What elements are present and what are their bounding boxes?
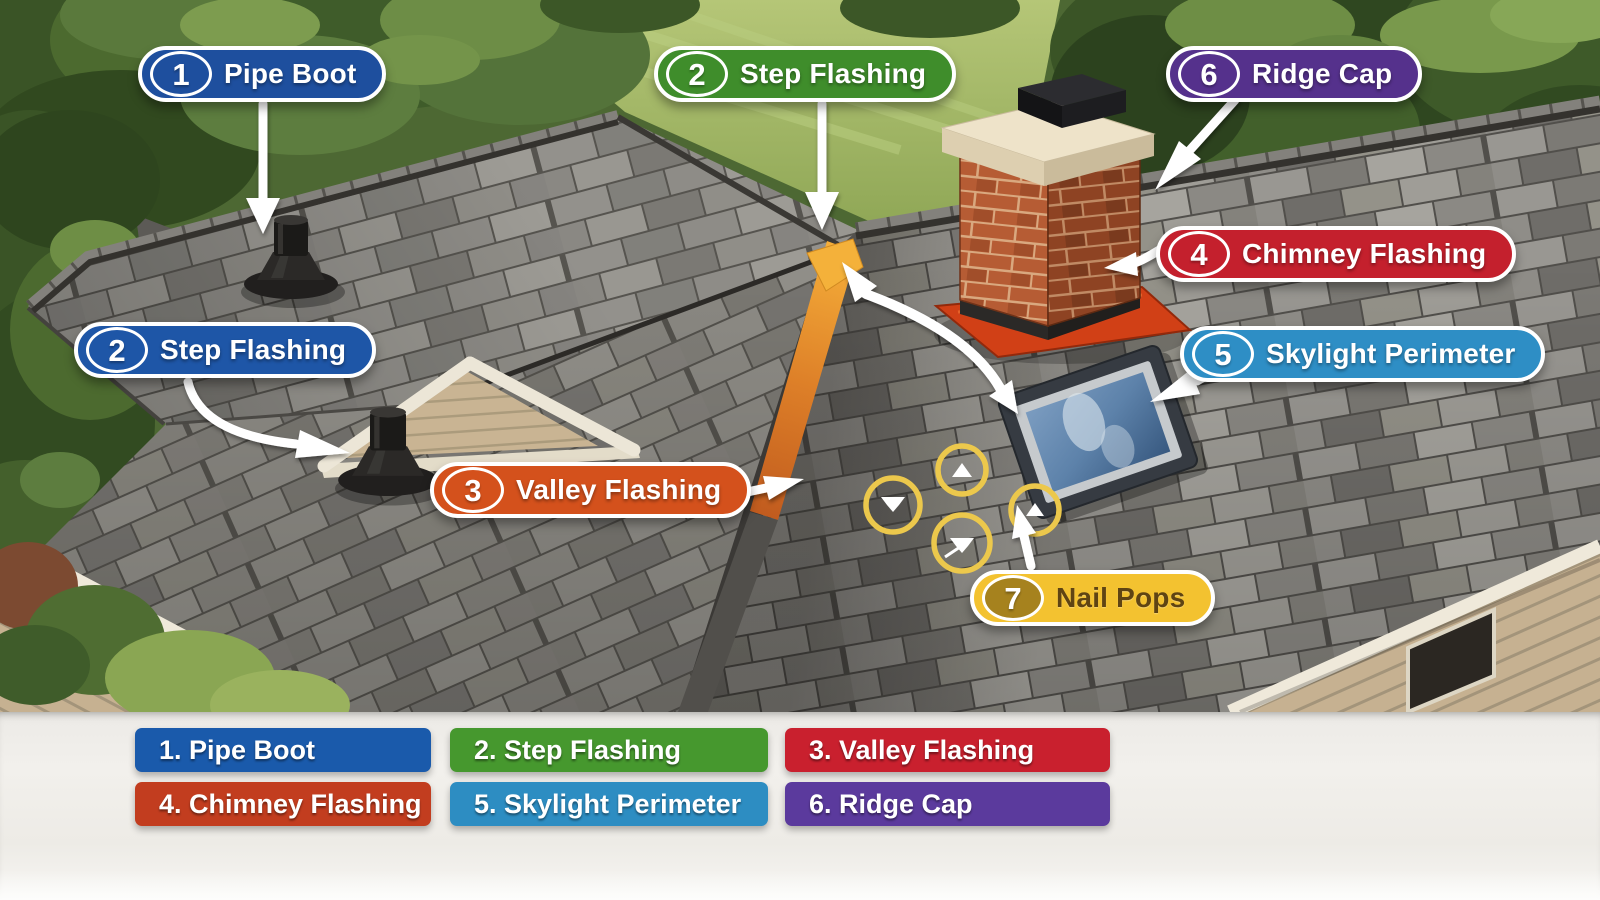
arrow-valley-to-skylight bbox=[842, 262, 1018, 414]
chimney-cap bbox=[1018, 74, 1126, 106]
house-wall-right bbox=[1227, 539, 1600, 712]
legend-item-chimney-flashing: 4. Chimney Flashing bbox=[135, 782, 431, 826]
legend-item-pipe-boot: 1. Pipe Boot bbox=[135, 728, 431, 772]
callout-label: Nail Pops bbox=[1056, 582, 1186, 613]
legend-item-skylight-perimeter: 5. Skylight Perimeter bbox=[450, 782, 768, 826]
legend-item-ridge-cap: 6. Ridge Cap bbox=[785, 782, 1110, 826]
legend-item-step-flashing: 2. Step Flashing bbox=[450, 728, 768, 772]
arrow-step-flashing-left bbox=[183, 377, 350, 458]
callout-number-badge: 3 bbox=[442, 467, 504, 513]
callout-number-badge: 1 bbox=[150, 51, 212, 97]
legend-item-label: 5. Skylight Perimeter bbox=[474, 788, 742, 819]
callout-ridge-cap: 6 Ridge Cap bbox=[1166, 46, 1423, 102]
callout-label: Step Flashing bbox=[160, 334, 347, 365]
callout-label: Ridge Cap bbox=[1252, 58, 1393, 89]
legend-footer: 1. Pipe Boot 2. Step Flashing 3. Valley … bbox=[0, 712, 1600, 900]
callout-number-badge: 5 bbox=[1192, 331, 1254, 377]
callout-number-badge: 2 bbox=[86, 327, 148, 373]
legend-item-valley-flashing: 3. Valley Flashing bbox=[785, 728, 1110, 772]
window bbox=[1406, 606, 1496, 712]
callout-chimney-flashing: 4 Chimney Flashing bbox=[1156, 226, 1517, 282]
bushes bbox=[0, 542, 350, 712]
callout-label: Chimney Flashing bbox=[1242, 238, 1487, 269]
callout-label: Step Flashing bbox=[740, 58, 927, 89]
callout-nail-pops: 7 Nail Pops bbox=[970, 570, 1216, 626]
arrow-ridge-cap bbox=[1155, 95, 1240, 190]
callout-number-badge: 6 bbox=[1178, 51, 1240, 97]
legend-item-label: 3. Valley Flashing bbox=[809, 734, 1035, 765]
arrow-nail-pops bbox=[1012, 505, 1036, 571]
legend-item-label: 2. Step Flashing bbox=[474, 734, 682, 765]
callout-skylight-perimeter: 5 Skylight Perimeter bbox=[1180, 326, 1546, 382]
legend-item-label: 6. Ridge Cap bbox=[809, 788, 973, 819]
chimney bbox=[933, 74, 1193, 364]
callout-valley-flashing: 3 Valley Flashing bbox=[430, 462, 752, 518]
callout-step-flashing-top: 2 Step Flashing bbox=[654, 46, 957, 102]
callout-label: Pipe Boot bbox=[224, 58, 357, 89]
callout-number-badge: 4 bbox=[1168, 231, 1230, 277]
legend-item-label: 4. Chimney Flashing bbox=[159, 788, 422, 819]
callout-label: Skylight Perimeter bbox=[1266, 338, 1516, 369]
callout-step-flashing-left: 2 Step Flashing bbox=[74, 322, 377, 378]
arrow-pipe-boot bbox=[246, 99, 280, 234]
callout-pipe-boot: 1 Pipe Boot bbox=[138, 46, 387, 102]
callout-number-badge: 7 bbox=[982, 575, 1044, 621]
callout-label: Valley Flashing bbox=[516, 474, 722, 505]
callout-number-badge: 2 bbox=[666, 51, 728, 97]
nail-pop-circles bbox=[863, 443, 1062, 574]
legend-item-label: 1. Pipe Boot bbox=[159, 734, 316, 765]
arrow-step-flashing-top bbox=[805, 99, 839, 230]
